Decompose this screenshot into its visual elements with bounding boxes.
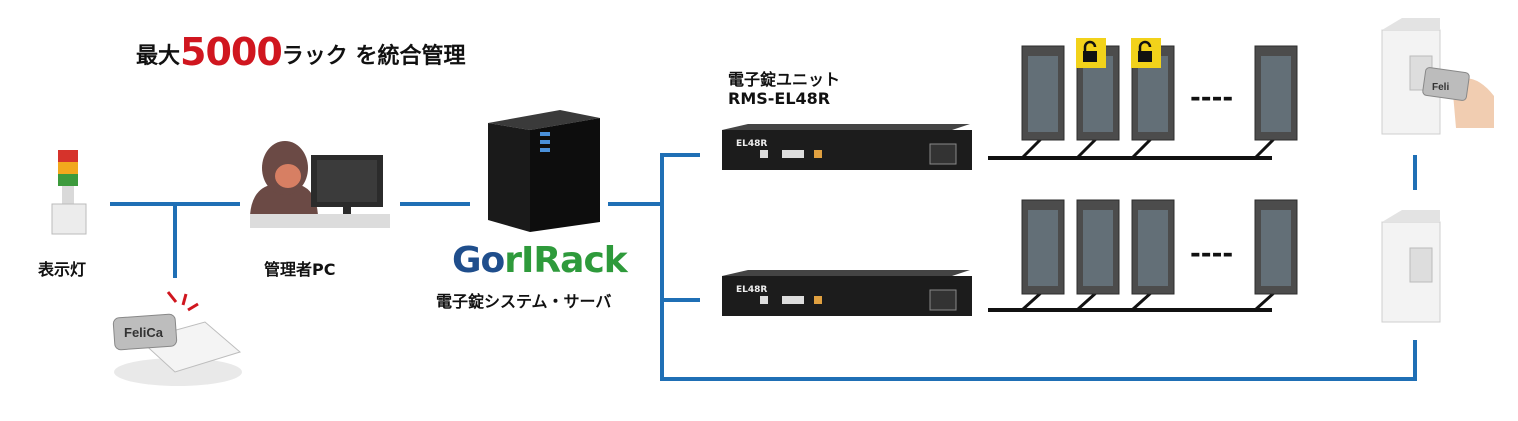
network-lines [110,153,1417,381]
door-panel-bottom [1381,210,1441,323]
rack-row-bottom [1021,199,1298,295]
hand-with-card [1422,67,1494,128]
rack [1254,45,1298,141]
felica-card-label: FeliCa [124,325,164,340]
headline-prefix: 最大 [136,44,181,69]
rack [1076,199,1120,295]
lock-icon [1131,38,1161,68]
admin-pc-label: 管理者PC [264,260,336,279]
lock-unit-model: RMS-EL48R [728,89,831,108]
product-logo: GorIRack [452,240,628,281]
headline-number: 5000 [180,30,283,74]
rack-ellipsis-top: ---- [1190,83,1233,113]
server-label: 電子錠システム・サーバ [436,292,612,311]
unit-2-tag: EL48R [736,285,767,295]
lock-unit-label: 電子錠ユニット [728,70,841,89]
main-bus [660,153,1417,381]
logo-part-1: Go [452,240,505,281]
rack [1131,199,1175,295]
signal-tower-lamp [51,150,87,235]
rack-slots [1028,56,1291,286]
headline-suffix: ラック を統合管理 [281,44,466,69]
rack [1021,199,1065,295]
door-panel-top [1381,18,1441,135]
felica-reader [112,291,242,386]
felica-card-label-small: Feli [1432,82,1449,93]
unit-1-tag: EL48R [736,139,767,149]
indicator-lamp-label: 表示灯 [38,260,87,279]
lock-unit-2 [722,270,972,316]
admin-pc-illustration [250,141,390,228]
rack-ellipsis-bottom: ---- [1190,239,1233,269]
lock-icon [1076,38,1106,68]
rack-bus-lines [988,136,1277,312]
logo-part-2: rIRack [504,240,627,281]
rack [1021,45,1065,141]
rack [1254,199,1298,295]
lock-unit-1 [722,124,972,170]
headline: 最大5000ラック を統合管理 [136,30,465,74]
server-tower [488,110,600,232]
